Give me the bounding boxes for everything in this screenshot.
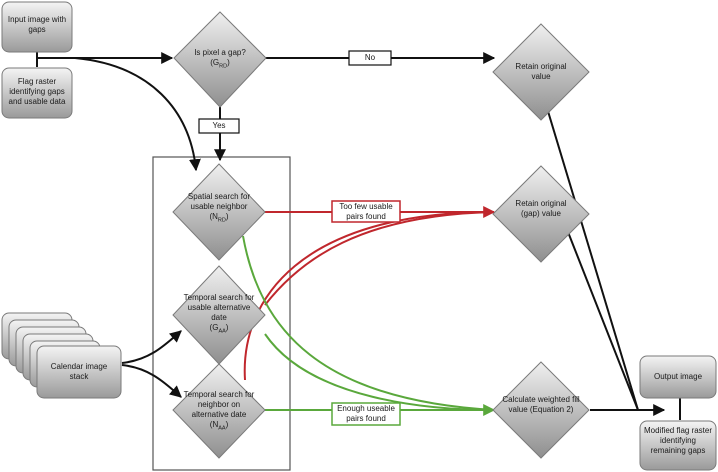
node-output-image: [639, 355, 717, 399]
label-yes: Yes: [212, 121, 226, 130]
edge-calendar-to-temporal1: [121, 330, 182, 364]
temporal-neighbor-label: Temporal search for neighbor on alternat…: [183, 390, 255, 419]
label-box-enough: [331, 402, 401, 426]
spatial-search-label: Spatial search for usable neighbor: [187, 192, 251, 211]
edge-retaingap-to-junction: [567, 231, 639, 411]
edge-input-to-spatial: [74, 57, 201, 172]
node-calendar-stack: [1, 312, 122, 399]
node-input-image: [1, 1, 73, 53]
calendar-stack-text: Calendar image stack: [50, 362, 108, 381]
node-is-gap: [173, 11, 267, 108]
node-flag-raster: [1, 67, 73, 119]
label-box-no: [348, 50, 392, 66]
edge-temporal2-too-few: [243, 211, 495, 381]
label-no: No: [364, 53, 376, 62]
calc-fill-text: Calculate weighted fill value (Equation …: [502, 395, 580, 414]
is-gap-text: Is pixel a gap? (GRD): [194, 48, 246, 70]
modified-flag-text: Modified flag raster identifying remaini…: [643, 426, 713, 455]
is-gap-label: Is pixel a gap?: [194, 48, 246, 57]
label-too-few: Too few usable pairs found: [339, 202, 393, 221]
label-box-yes: [198, 118, 240, 134]
retain-original-text: Retain original value: [515, 62, 567, 81]
temporal-alt-date-var: G: [212, 323, 219, 332]
node-retain-gap: [492, 165, 590, 263]
node-retain-original: [492, 23, 590, 121]
temporal-neighbor-sub: AA: [218, 425, 226, 432]
node-modified-flag: [639, 420, 717, 471]
retain-gap-text: Retain original (gap) value: [515, 199, 567, 218]
temporal-alt-date-text: Temporal search for usable alternative d…: [183, 293, 255, 335]
node-calc-fill: [492, 361, 590, 459]
is-gap-sub: RD: [219, 63, 228, 70]
spatial-search-var: N: [212, 212, 218, 221]
edge-retain-to-junction: [540, 87, 639, 411]
is-gap-var: G: [212, 58, 220, 67]
label-box-too-few: [331, 200, 401, 223]
edge-temporal1-enough: [264, 333, 495, 411]
temporal-neighbor-text: Temporal search for neighbor on alternat…: [183, 390, 255, 432]
temporal-neighbor-var: N: [212, 420, 219, 429]
node-temporal-neighbor: [172, 363, 266, 459]
edge-calendar-to-temporal2: [121, 364, 182, 398]
flag-raster-text: Flag raster identifying gaps and usable …: [8, 77, 66, 106]
label-enough: Enough useable pairs found: [337, 404, 395, 423]
node-spatial-search: [172, 163, 266, 261]
edge-spatial-enough: [242, 235, 495, 411]
output-image-text: Output image: [653, 372, 703, 381]
input-image-text: Input image with gaps: [7, 15, 67, 34]
edge-temporal1-too-few: [264, 211, 495, 306]
temporal-alt-date-sub: AA: [218, 328, 226, 335]
spatial-search-sub: RD: [217, 217, 226, 224]
spatial-search-text: Spatial search for usable neighbor (NRD): [187, 192, 251, 224]
temporal-alt-date-label: Temporal search for usable alternative d…: [183, 293, 255, 322]
